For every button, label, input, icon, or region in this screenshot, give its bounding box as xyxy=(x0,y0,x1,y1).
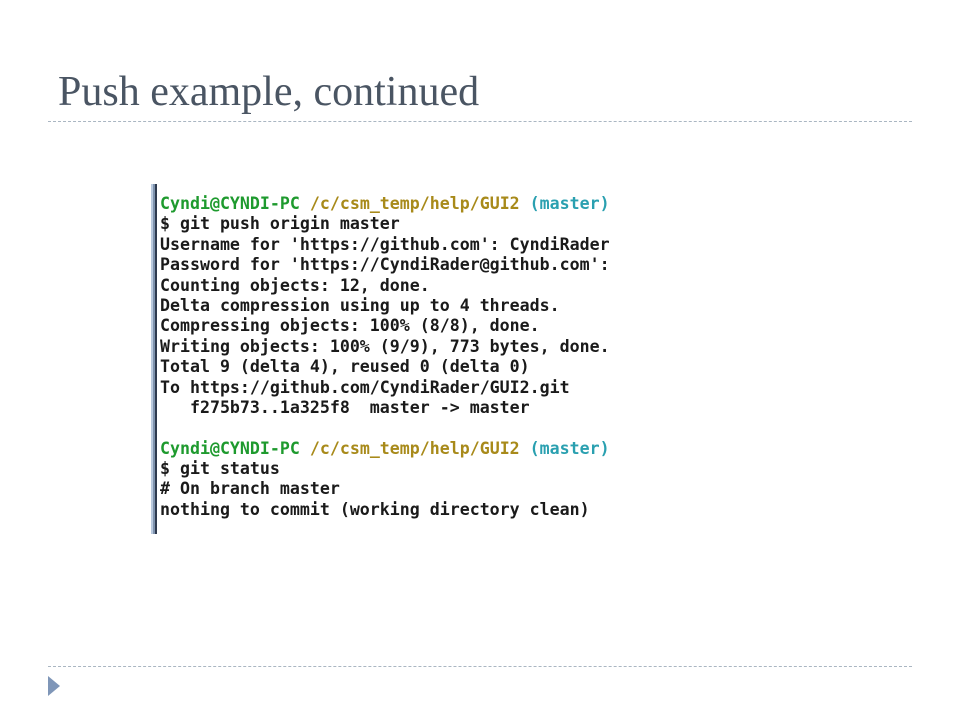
terminal-scroll-edge xyxy=(151,184,158,534)
terminal-blank-line xyxy=(160,418,610,438)
terminal-line: # On branch master xyxy=(160,479,340,499)
terminal-prompt-line: Cyndi@CYNDI-PC /c/csm_temp/help/GUI2 (ma… xyxy=(160,194,610,214)
prompt-user: Cyndi@CYNDI-PC xyxy=(160,194,300,213)
terminal-line: $ git status xyxy=(160,459,280,479)
terminal-line: Delta compression using up to 4 threads. xyxy=(160,295,560,315)
terminal-line: $ git push origin master xyxy=(160,214,400,234)
prompt-path: /c/csm_temp/help/GUI2 xyxy=(309,194,520,213)
footer-divider xyxy=(48,666,912,667)
terminal-line: To https://github.com/CyndiRader/GUI2.gi… xyxy=(160,377,570,397)
terminal-line: Password for 'https://CyndiRader@github.… xyxy=(160,255,610,275)
terminal-line: Compressing objects: 100% (8/8), done. xyxy=(160,316,540,336)
slide-title: Push example, continued xyxy=(58,69,480,115)
terminal-line: nothing to commit (working directory cle… xyxy=(160,499,590,519)
prompt-branch: (master) xyxy=(529,438,610,458)
terminal-line: Username for 'https://github.com': Cyndi… xyxy=(160,234,610,254)
terminal-prompt-line: Cyndi@CYNDI-PC /c/csm_temp/help/GUI2 (ma… xyxy=(160,439,610,459)
terminal-line: Writing objects: 100% (9/9), 773 bytes, … xyxy=(160,336,610,356)
title-divider xyxy=(48,121,912,122)
terminal-line: Total 9 (delta 4), reused 0 (delta 0) xyxy=(160,357,530,377)
terminal-screenshot: Cyndi@CYNDI-PC /c/csm_temp/help/GUI2 (ma… xyxy=(151,184,696,534)
prompt-path: /c/csm_temp/help/GUI2 xyxy=(309,438,520,458)
terminal-output: Cyndi@CYNDI-PC /c/csm_temp/help/GUI2 (ma… xyxy=(160,194,610,520)
terminal-line: Counting objects: 12, done. xyxy=(160,275,430,295)
prompt-branch: (master) xyxy=(529,194,610,213)
triangle-right-icon[interactable] xyxy=(48,676,60,696)
prompt-user: Cyndi@CYNDI-PC xyxy=(160,438,300,458)
terminal-line: f275b73..1a325f8 master -> master xyxy=(160,397,530,417)
